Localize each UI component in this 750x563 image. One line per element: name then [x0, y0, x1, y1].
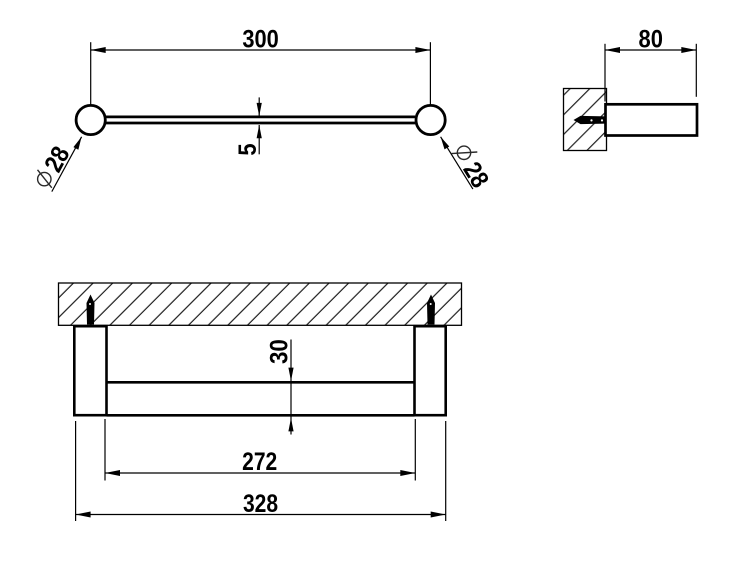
svg-text:5: 5: [234, 143, 262, 155]
svg-text:30: 30: [266, 339, 294, 364]
svg-text:328: 328: [243, 490, 278, 518]
svg-text:80: 80: [639, 26, 663, 54]
svg-text:272: 272: [242, 448, 277, 476]
svg-text:300: 300: [242, 26, 278, 54]
